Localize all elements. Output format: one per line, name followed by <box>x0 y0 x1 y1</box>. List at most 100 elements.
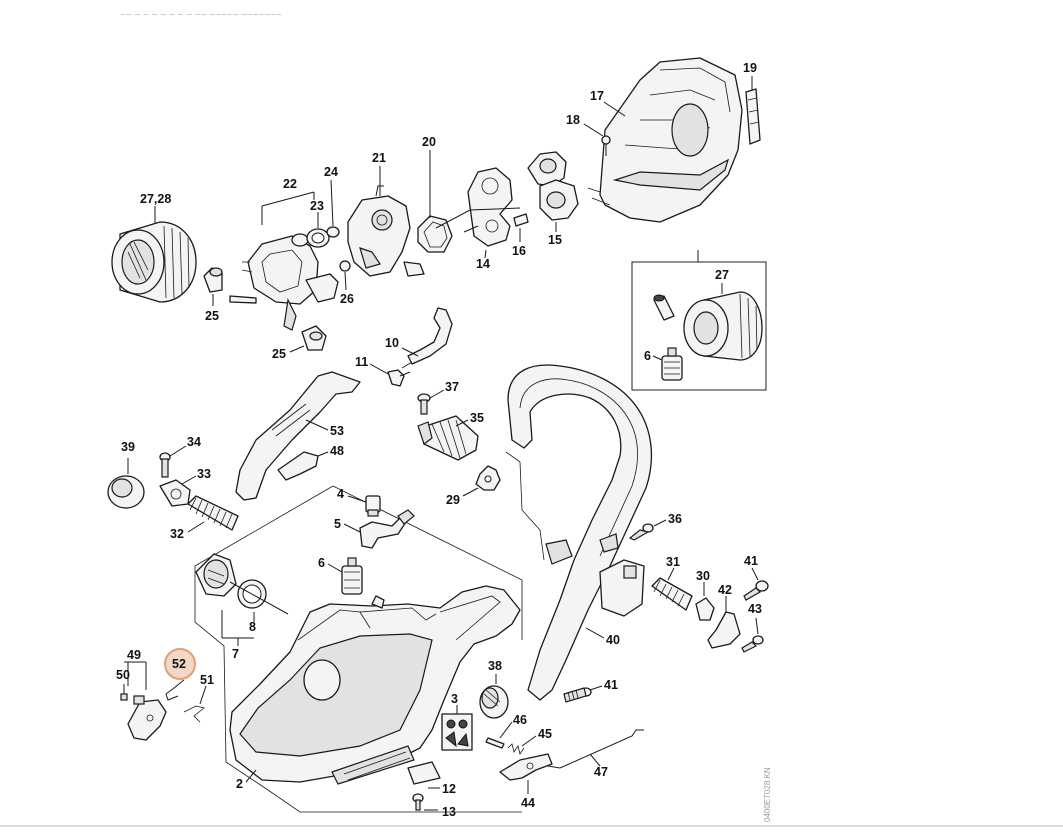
part-15-intake-boots[interactable] <box>527 151 579 221</box>
inset-fuel-filter[interactable] <box>661 347 683 381</box>
part-31-av-spring[interactable] <box>651 577 693 611</box>
part-49-stop-switch[interactable] <box>127 695 167 741</box>
part-43-screw[interactable] <box>741 635 764 653</box>
part-3-warning-label[interactable] <box>441 713 473 751</box>
callout-18: 18 <box>566 113 580 127</box>
part-14-flange[interactable] <box>435 167 521 247</box>
callout-7: 7 <box>232 647 239 661</box>
part-29-star-buffer[interactable] <box>475 465 501 491</box>
part-48-throttle-part[interactable] <box>277 451 319 481</box>
part-2-tank-housing[interactable] <box>229 585 521 785</box>
part-36-screw[interactable] <box>628 523 654 541</box>
inset-callout-6: 6 <box>644 349 651 363</box>
callout-45: 45 <box>538 727 552 741</box>
part-13-screw[interactable] <box>412 793 424 811</box>
callout-52: 52 <box>172 657 186 671</box>
callout-41-upper: 41 <box>744 554 758 568</box>
callout-23: 23 <box>310 199 324 213</box>
part-21-carburetor[interactable] <box>347 185 425 277</box>
callout-49: 49 <box>127 648 141 662</box>
part-44-throttle-trigger[interactable] <box>499 753 553 781</box>
callout-12: 12 <box>442 782 456 796</box>
part-53-rear-handle-cover[interactable] <box>235 371 361 501</box>
part-50-pin[interactable] <box>120 693 128 701</box>
callout-15: 15 <box>548 233 562 247</box>
part-25-grommet-upper[interactable] <box>203 267 223 293</box>
part-35-av-spring[interactable] <box>417 415 479 461</box>
callout-21: 21 <box>372 151 386 165</box>
callout-53: 53 <box>330 424 344 438</box>
part-37-screw[interactable] <box>417 393 431 415</box>
callout-47: 47 <box>594 765 608 779</box>
part-18-screw[interactable] <box>601 135 611 156</box>
drawing-number: 0400ET028 KN <box>763 767 772 822</box>
part-33-plug[interactable] <box>159 479 191 507</box>
callout-13: 13 <box>442 805 456 819</box>
part-pin[interactable] <box>229 295 257 304</box>
inset-box: 27 6 <box>631 250 767 391</box>
callout-17: 17 <box>590 89 604 103</box>
highlight-circle[interactable] <box>164 648 196 680</box>
part-22-intake-manifold[interactable] <box>241 233 339 331</box>
callout-6: 6 <box>318 556 325 570</box>
part-7-tank-cap[interactable] <box>195 553 237 597</box>
callout-22: 22 <box>283 177 297 191</box>
callout-50: 50 <box>116 668 130 682</box>
callout-24: 24 <box>324 165 338 179</box>
part-16-screw[interactable] <box>513 213 529 227</box>
part-32-av-spring[interactable] <box>187 495 239 531</box>
callout-34: 34 <box>187 435 201 449</box>
callout-25-lower: 25 <box>272 347 286 361</box>
part-24-ring[interactable] <box>326 226 340 238</box>
callout-29: 29 <box>446 493 460 507</box>
part-30-plug[interactable] <box>695 597 715 621</box>
part-45-spring[interactable] <box>507 743 525 755</box>
callout-8: 8 <box>249 620 256 634</box>
part-27-28-air-filter[interactable] <box>111 221 197 303</box>
part-46-pin[interactable] <box>485 737 505 749</box>
part-4-tank-vent[interactable] <box>365 495 381 517</box>
part-17-shroud[interactable] <box>587 57 743 223</box>
callout-16: 16 <box>512 244 526 258</box>
inset-air-filter[interactable] <box>683 291 763 361</box>
callout-44: 44 <box>521 796 535 810</box>
callout-33: 33 <box>197 467 211 481</box>
part-41-screw-lower[interactable] <box>563 687 592 703</box>
part-39-buffer-cap[interactable] <box>107 475 145 509</box>
part-42-bracket[interactable] <box>707 611 741 649</box>
part-26-fitting[interactable] <box>339 260 351 272</box>
callout-27-28: 27,28 <box>140 192 171 206</box>
part-23-o-ring[interactable] <box>306 228 330 248</box>
callout-5: 5 <box>334 517 341 531</box>
part-12-plate[interactable] <box>407 761 441 785</box>
part-34-screw[interactable] <box>159 452 171 478</box>
part-8-seal[interactable] <box>229 579 289 615</box>
part-11-fitting[interactable] <box>387 369 411 387</box>
callout-11: 11 <box>355 355 368 369</box>
part-5-fuel-hose[interactable] <box>359 509 415 549</box>
callout-19: 19 <box>743 61 757 75</box>
part-41-screw-upper[interactable] <box>743 580 769 601</box>
part-51-spring-clip[interactable] <box>183 705 205 723</box>
callout-37: 37 <box>445 380 459 394</box>
callout-32: 32 <box>170 527 184 541</box>
callout-31: 31 <box>666 555 680 569</box>
callout-4: 4 <box>337 487 344 501</box>
part-38-oil-cap[interactable] <box>479 685 509 719</box>
header-text: ~~ ~ ~ ~ ~ ~ ~ ~ ~~ ~~~~~ ~~~~~~~ <box>120 10 282 21</box>
part-25-grommet-lower[interactable] <box>301 325 327 351</box>
part-av-bracket[interactable] <box>599 559 645 617</box>
callout-39: 39 <box>121 440 135 454</box>
part-20-gasket[interactable] <box>417 215 453 253</box>
part-52-wire[interactable] <box>165 679 185 701</box>
callout-14: 14 <box>476 257 490 271</box>
part-47-throttle-rod[interactable] <box>547 729 644 769</box>
part-40-handlebar[interactable] <box>505 364 653 701</box>
inset-spark-plug[interactable] <box>653 294 675 321</box>
callout-38: 38 <box>488 659 502 673</box>
part-6-fuel-pickup[interactable] <box>341 557 363 595</box>
part-19-strip[interactable] <box>745 88 761 145</box>
part-10-fuel-line[interactable] <box>401 307 453 369</box>
callout-51: 51 <box>200 673 214 687</box>
